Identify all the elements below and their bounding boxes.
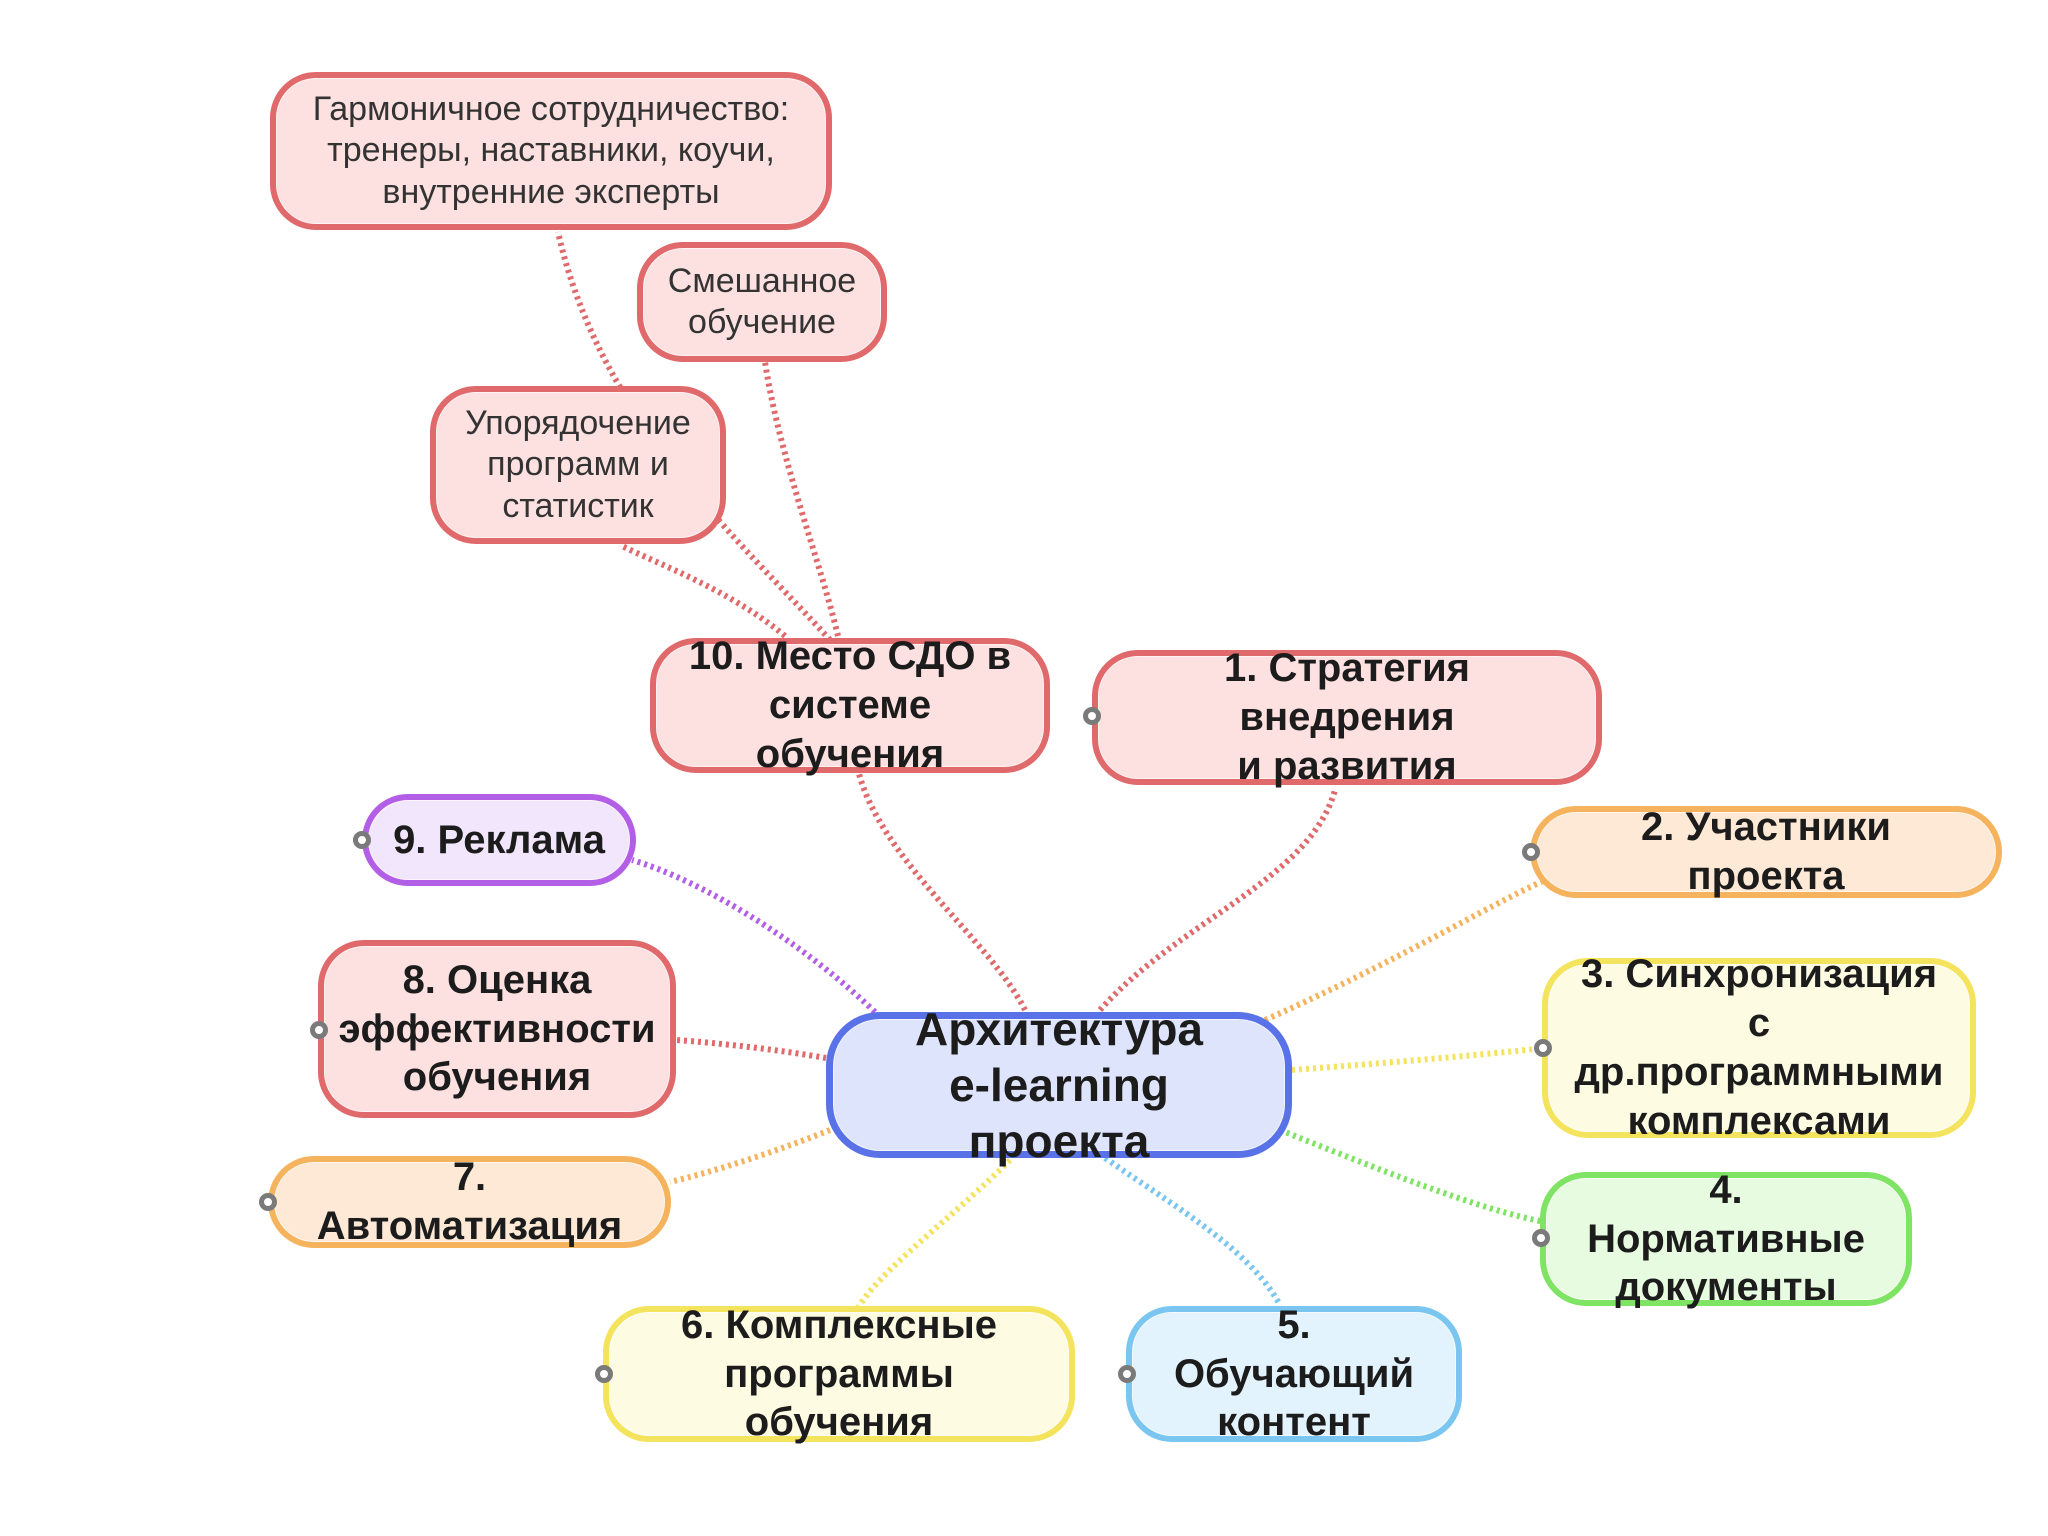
expand-toggle-icon[interactable] <box>1083 707 1101 725</box>
topic-lms-place-label: 10. Место СДО в системе обучения <box>688 634 1012 776</box>
topic-participants-label: 2. Участники проекта <box>1640 805 1892 898</box>
topic-automation-label: 7. Автоматизация <box>316 1155 623 1248</box>
connector-t6 <box>855 1157 1013 1310</box>
topic-regulatory-docs-label: 4. Нормативные документы <box>1587 1167 1865 1310</box>
connector-t1 <box>1097 789 1338 1012</box>
expand-toggle-icon[interactable] <box>595 1365 613 1383</box>
topic-lms-place[interactable]: 10. Место СДО в системе обучения <box>650 634 1050 776</box>
connector-t7 <box>669 1127 832 1185</box>
connector-t5 <box>1103 1155 1283 1307</box>
expand-toggle-icon[interactable] <box>1534 1039 1552 1057</box>
connector-t2 <box>1263 877 1547 1023</box>
connector-s1 <box>555 231 833 643</box>
central-topic[interactable]: Архитектура e-learning проекта <box>826 1003 1292 1167</box>
topic-advertising-label: 9. Реклама <box>393 817 605 862</box>
subtopic-blended-learning[interactable]: Смешанное обучение <box>637 242 887 362</box>
topic-sync-label: 3. Синхронизация с др.программными компл… <box>1574 952 1944 1143</box>
connector-t10 <box>855 769 1028 1012</box>
topic-complex-programs[interactable]: 6. Комплексные программы обучения <box>603 1303 1075 1444</box>
connector-t4 <box>1278 1127 1546 1225</box>
subtopic-blended-learning-label: Смешанное обучение <box>667 261 857 341</box>
subtopic-ordering-programs[interactable]: Упорядочение программ и статистик <box>430 386 726 544</box>
topic-learning-content-label: 5. Обучающий контент <box>1173 1302 1415 1445</box>
topic-complex-programs-label: 6. Комплексные программы обучения <box>681 1302 997 1445</box>
expand-toggle-icon[interactable] <box>259 1193 277 1211</box>
topic-sync[interactable]: 3. Синхронизация с др.программными компл… <box>1542 952 1976 1143</box>
expand-toggle-icon[interactable] <box>353 831 371 849</box>
connector-s3 <box>618 542 787 639</box>
expand-toggle-icon[interactable] <box>1532 1229 1550 1247</box>
expand-toggle-icon[interactable] <box>1522 843 1540 861</box>
connector-t3 <box>1291 1045 1546 1073</box>
topic-regulatory-docs[interactable]: 4. Нормативные документы <box>1540 1168 1912 1309</box>
subtopic-ordering-programs-label: Упорядочение программ и статистик <box>465 403 691 525</box>
expand-toggle-icon[interactable] <box>310 1021 328 1039</box>
topic-advertising[interactable]: 9. Реклама <box>362 794 636 886</box>
topic-efficiency-evaluation-label: 8. Оценка эффективности обучения <box>338 957 656 1100</box>
topic-strategy-label: 1. Стратегия внедрения и развития <box>1223 646 1471 788</box>
topic-participants[interactable]: 2. Участники проекта <box>1530 805 2002 898</box>
topic-strategy[interactable]: 1. Стратегия внедрения и развития <box>1092 646 1602 788</box>
connector-t8 <box>675 1037 827 1061</box>
central-topic-label: Архитектура e-learning проекта <box>914 1002 1204 1168</box>
connector-t9 <box>631 857 878 1015</box>
subtopic-cooperation-label: Гармоничное сотрудничество: тренеры, нас… <box>312 89 790 211</box>
expand-toggle-icon[interactable] <box>1118 1365 1136 1383</box>
topic-learning-content[interactable]: 5. Обучающий контент <box>1126 1303 1462 1444</box>
connector-s2 <box>762 361 841 637</box>
topic-efficiency-evaluation[interactable]: 8. Оценка эффективности обучения <box>318 940 676 1118</box>
subtopic-cooperation[interactable]: Гармоничное сотрудничество: тренеры, нас… <box>270 72 832 230</box>
topic-automation[interactable]: 7. Автоматизация <box>268 1155 671 1248</box>
